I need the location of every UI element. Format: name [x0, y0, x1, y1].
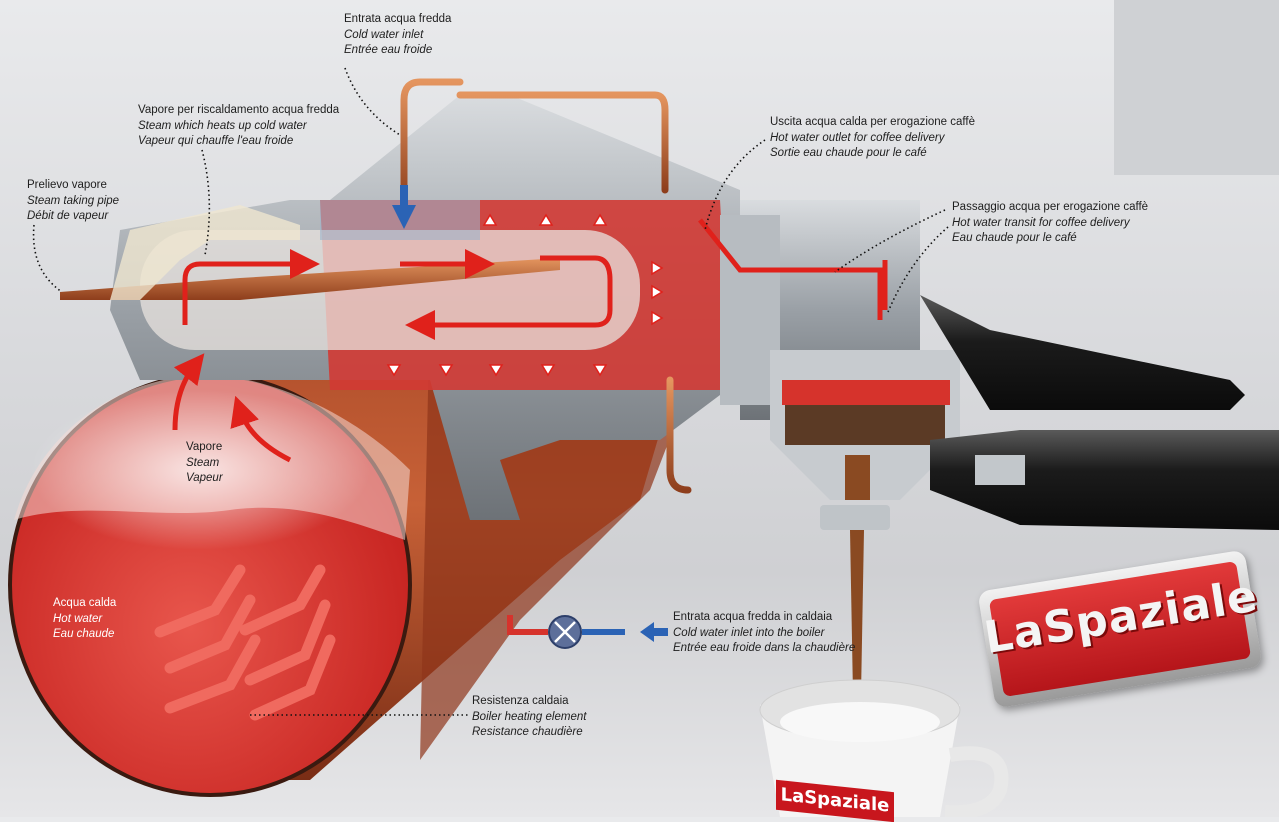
- label-steam: Vapore Steam Vapeur: [186, 441, 223, 484]
- flow-arrows: [172, 249, 613, 463]
- cold-water-arrows: [392, 185, 668, 642]
- label-steam-heats-cold-water: Vapore per riscaldamento acqua fredda St…: [138, 104, 340, 147]
- label-cold-water-inlet: Entrata acqua fredda Cold water inlet En…: [344, 13, 452, 56]
- boiler-inlet-valve: [507, 615, 625, 649]
- label-boiler-cold-inlet: Entrata acqua fredda in caldaia Cold wat…: [673, 611, 856, 654]
- label-hot-water-transit: Passaggio acqua per erogazione caffè Hot…: [952, 201, 1149, 244]
- lever-handle: [920, 295, 1245, 410]
- background-panel: [1114, 0, 1279, 175]
- label-hot-water: Acqua calda Hot water Eau chaude: [53, 597, 117, 640]
- steam-cloud: [30, 390, 370, 550]
- heating-element: [154, 564, 336, 721]
- label-steam-taking-pipe: Prelievo vapore Steam taking pipe Débit …: [27, 179, 120, 222]
- steam-tube: [140, 230, 640, 350]
- label-hot-water-outlet: Uscita acqua calda per erogazione caffè …: [770, 116, 976, 159]
- copper-pipes: [400, 78, 692, 494]
- leader-lines: [32, 67, 949, 716]
- hot-water-path: [698, 218, 888, 320]
- coffee-puck: [785, 405, 945, 445]
- heat-arrows: [386, 213, 664, 377]
- group-head: [720, 200, 1279, 750]
- label-heating-element: Resistenza caldaia Boiler heating elemen…: [472, 695, 587, 738]
